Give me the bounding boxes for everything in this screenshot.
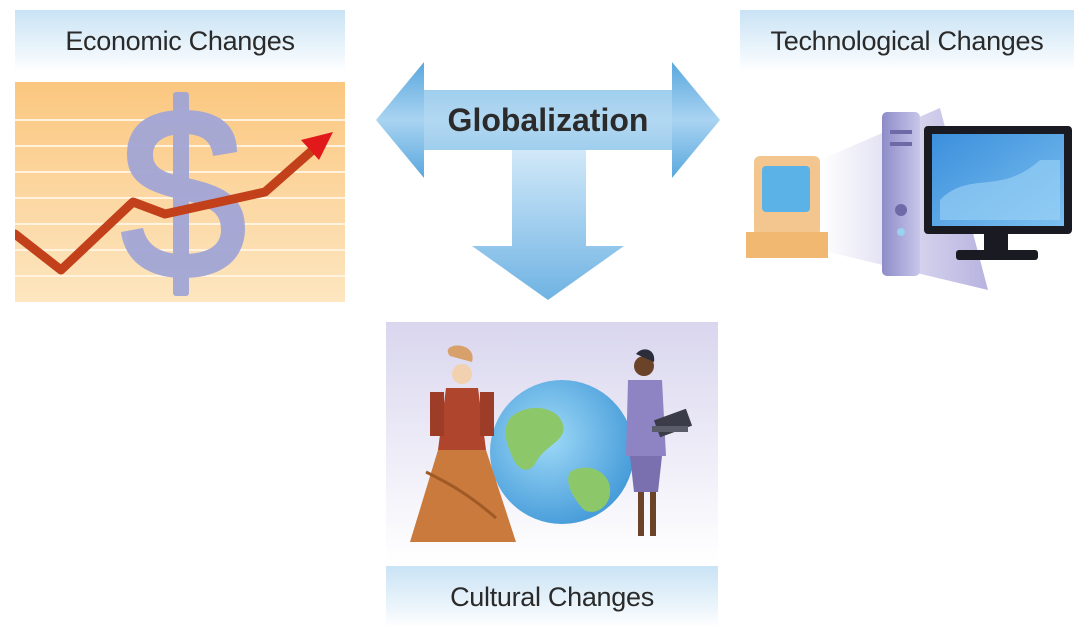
economic-changes-image [15, 82, 345, 302]
globalization-label: Globalization [447, 101, 649, 138]
computers-icon [746, 108, 1072, 290]
technological-changes-label: Technological Changes [740, 10, 1074, 72]
economic-changes-label: Economic Changes [15, 10, 345, 72]
rising-chart-dollar-icon [15, 82, 345, 302]
double-arrow-down-arrow-icon [376, 62, 720, 300]
cultural-changes-label: Cultural Changes [386, 566, 718, 628]
globe-people-icon [386, 322, 718, 562]
globalization-arrows: Globalization [376, 60, 720, 304]
technological-changes-image [740, 100, 1074, 296]
cultural-changes-image [386, 322, 718, 562]
